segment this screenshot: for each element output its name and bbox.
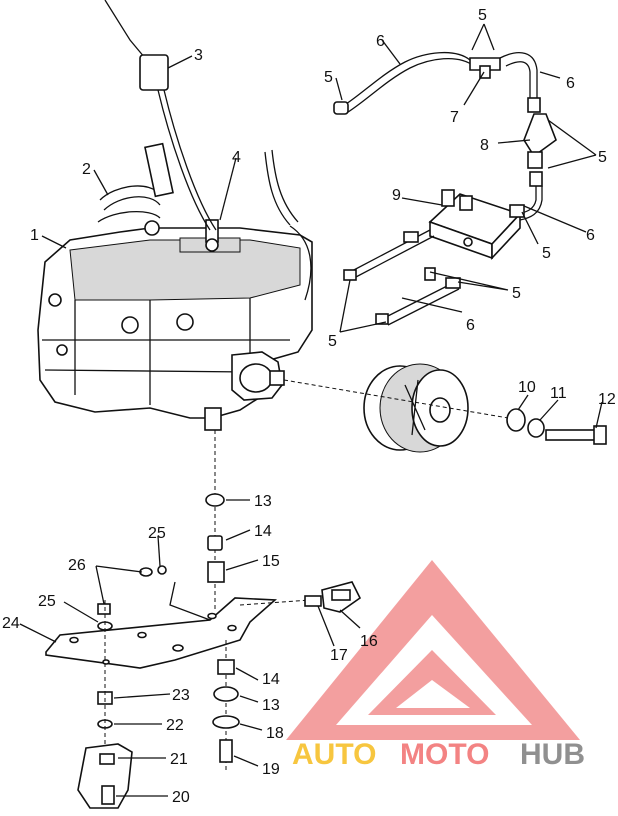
callout-25-upper: 25 bbox=[148, 525, 166, 542]
callout-2: 2 bbox=[82, 161, 91, 178]
callout-8: 8 bbox=[480, 137, 489, 154]
callout-3: 3 bbox=[194, 47, 203, 64]
callout-14-upper: 14 bbox=[254, 523, 272, 540]
callout-16: 16 bbox=[360, 633, 378, 650]
callout-5-right-upper: 5 bbox=[598, 149, 607, 166]
callout-26: 26 bbox=[68, 557, 86, 574]
callout-13-lower: 13 bbox=[262, 697, 280, 714]
mounting-plate bbox=[45, 430, 362, 809]
callout-6-pump: 6 bbox=[586, 227, 595, 244]
callout-11: 11 bbox=[550, 385, 567, 402]
callout-9: 9 bbox=[392, 187, 401, 204]
callout-13-upper: 13 bbox=[254, 493, 272, 510]
callout-25-lower: 25 bbox=[38, 593, 56, 610]
callout-6-lower: 6 bbox=[466, 317, 475, 334]
callout-21: 21 bbox=[170, 751, 188, 768]
callout-7: 7 bbox=[450, 109, 459, 126]
engine-block bbox=[37, 0, 313, 431]
callout-18: 18 bbox=[266, 725, 284, 742]
callout-12: 12 bbox=[598, 391, 616, 408]
callout-5-left-lower: 5 bbox=[328, 333, 337, 350]
leader-lines bbox=[19, 23, 603, 797]
callout-20: 20 bbox=[172, 789, 190, 806]
watermark-text-moto: MOTO bbox=[400, 738, 489, 771]
callout-24: 24 bbox=[2, 615, 20, 632]
callout-5-right-lower: 5 bbox=[512, 285, 521, 302]
callout-10: 10 bbox=[518, 379, 536, 396]
callout-5-top: 5 bbox=[478, 7, 487, 24]
callout-6-top: 6 bbox=[376, 33, 385, 50]
watermark-text-hub: HUB bbox=[520, 738, 585, 771]
callout-5-left: 5 bbox=[324, 69, 333, 86]
watermark-text-auto: AUTO bbox=[292, 738, 376, 771]
callout-15: 15 bbox=[262, 553, 280, 570]
callout-5-right-mid: 5 bbox=[542, 245, 551, 262]
callout-labels: 1 2 3 4 5 5 5 5 5 5 6 6 6 6 7 8 9 10 11 … bbox=[2, 7, 616, 806]
callout-1: 1 bbox=[30, 227, 39, 244]
callout-23: 23 bbox=[172, 687, 190, 704]
callout-17: 17 bbox=[330, 647, 348, 664]
callout-14-lower: 14 bbox=[262, 671, 280, 688]
watermark-logo: AUTO MOTO HUB bbox=[286, 560, 585, 771]
callout-4: 4 bbox=[232, 149, 241, 166]
callout-19: 19 bbox=[262, 761, 280, 778]
callout-22: 22 bbox=[166, 717, 184, 734]
drive-clutch-assembly bbox=[283, 363, 607, 453]
callout-6-right: 6 bbox=[566, 75, 575, 92]
fuel-system bbox=[333, 51, 557, 326]
